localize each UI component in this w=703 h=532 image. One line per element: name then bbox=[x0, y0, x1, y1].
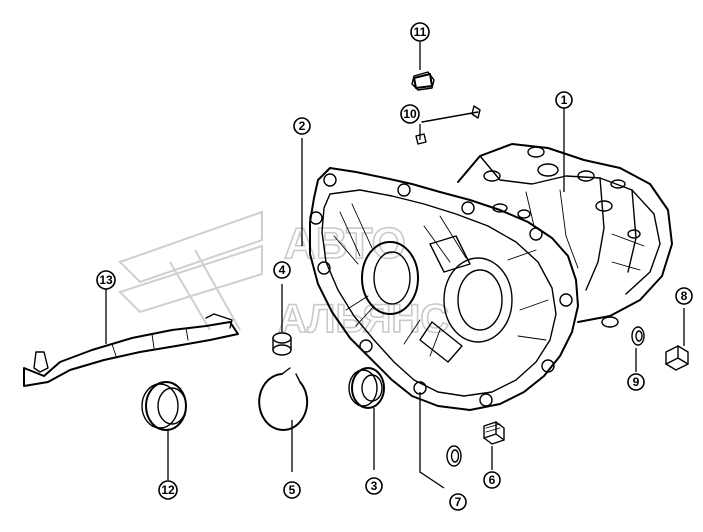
callout-8: 8 bbox=[675, 287, 693, 305]
transmission-case bbox=[309, 143, 673, 411]
part-13-bracket bbox=[23, 286, 239, 387]
callout-5-label: 5 bbox=[289, 483, 296, 497]
callout-12-label: 12 bbox=[161, 483, 175, 497]
callout-3-label: 3 bbox=[371, 479, 378, 493]
callout-11-label: 11 bbox=[414, 25, 427, 39]
callout-11: 11 bbox=[410, 22, 430, 42]
part-11-breather bbox=[411, 42, 435, 91]
callout-9-label: 9 bbox=[633, 375, 640, 389]
part-3-oil-seal bbox=[348, 367, 385, 470]
part-12-oil-seal bbox=[141, 381, 187, 480]
part-5-snap-ring bbox=[258, 367, 309, 472]
part-10-bolt bbox=[415, 105, 481, 145]
watermark-logo: АВТО АЛЬЯНС bbox=[118, 210, 450, 342]
callout-2: 2 bbox=[293, 117, 311, 135]
callout-6: 6 bbox=[483, 471, 501, 489]
callout-3: 3 bbox=[365, 477, 383, 495]
part-9-washer bbox=[631, 326, 645, 372]
callout-7-label: 7 bbox=[455, 495, 462, 509]
callout-8-label: 8 bbox=[681, 289, 688, 303]
callout-7: 7 bbox=[449, 493, 467, 511]
callout-2-label: 2 bbox=[299, 119, 306, 133]
callout-4: 4 bbox=[273, 261, 291, 279]
part-8-filler-plug bbox=[665, 308, 689, 371]
callout-13-label: 13 bbox=[99, 273, 113, 287]
part-7-washer bbox=[419, 392, 462, 489]
callout-12: 12 bbox=[158, 480, 178, 500]
watermark-line1: АВТО bbox=[284, 219, 406, 268]
callout-4-label: 4 bbox=[279, 263, 286, 277]
part-4-bush bbox=[272, 284, 292, 356]
callout-6-label: 6 bbox=[489, 473, 496, 487]
callout-1-label: 1 bbox=[561, 93, 568, 107]
callout-10: 10 bbox=[400, 104, 420, 124]
callout-10-label: 10 bbox=[403, 107, 417, 121]
part-6-drain-plug bbox=[483, 421, 505, 470]
callout-9: 9 bbox=[627, 373, 645, 391]
callout-1: 1 bbox=[555, 91, 573, 109]
callout-5: 5 bbox=[283, 481, 301, 499]
watermark-line2: АЛЬЯНС bbox=[278, 297, 449, 341]
callout-13: 13 bbox=[96, 270, 116, 290]
